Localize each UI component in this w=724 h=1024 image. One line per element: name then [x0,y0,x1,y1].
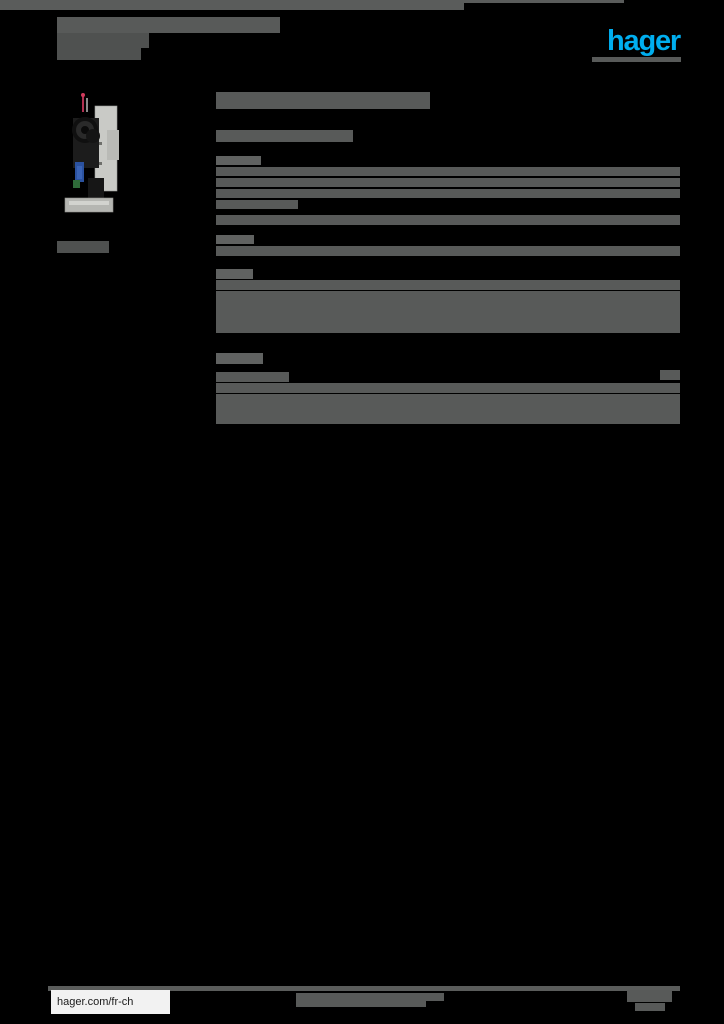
spec-group-label [216,269,253,279]
spec-row [216,291,680,302]
footer-right-line-1 [627,990,672,1002]
spec-group-divider [0,4,464,6]
spec-group-5 [0,8,724,424]
spec-row [216,313,680,324]
spec-group-label [216,235,254,244]
spec-row [216,246,680,256]
section-subtitle [216,130,353,142]
spec-row [216,405,680,416]
spec-row [216,189,680,198]
page-title-line-1 [57,17,280,33]
spec-group-divider [0,2,464,4]
spec-row-label [216,372,289,382]
spec-row [216,324,680,333]
page-title-line-2 [57,33,149,48]
spec-row [216,302,680,313]
page-title-line-3 [57,48,141,60]
footer-url-text: hager.com/fr-ch [57,996,134,1008]
section-title [216,92,430,109]
footer-center-line-2 [296,1001,426,1007]
spec-row [216,280,680,290]
spec-row [216,416,680,424]
spec-row [216,200,298,209]
spec-row [216,394,680,405]
footer-right-line-2 [635,1003,665,1011]
hager-logo: hager [607,25,681,57]
spec-group-divider [0,0,464,2]
logo-underline [592,57,681,62]
spec-group-3 [0,4,724,256]
spec-group-4 [0,6,724,333]
footer-url-link[interactable]: hager.com/fr-ch [51,990,170,1014]
spec-row-value [660,370,680,380]
spec-group-2 [0,2,724,225]
footer-divider [48,986,680,991]
spec-row [216,215,680,225]
spec-group-label [216,353,263,364]
spec-group-divider [0,6,464,8]
product-figure-caption [57,241,109,253]
spec-row [216,383,680,393]
spec-row [216,178,680,187]
product-figure [55,88,155,233]
spec-row [216,167,680,176]
product-photo-image [55,88,155,233]
spec-group-label [216,156,261,165]
footer-center-line-1 [296,993,444,1001]
spec-group-1 [0,0,724,209]
spec-group-divider [0,8,464,10]
